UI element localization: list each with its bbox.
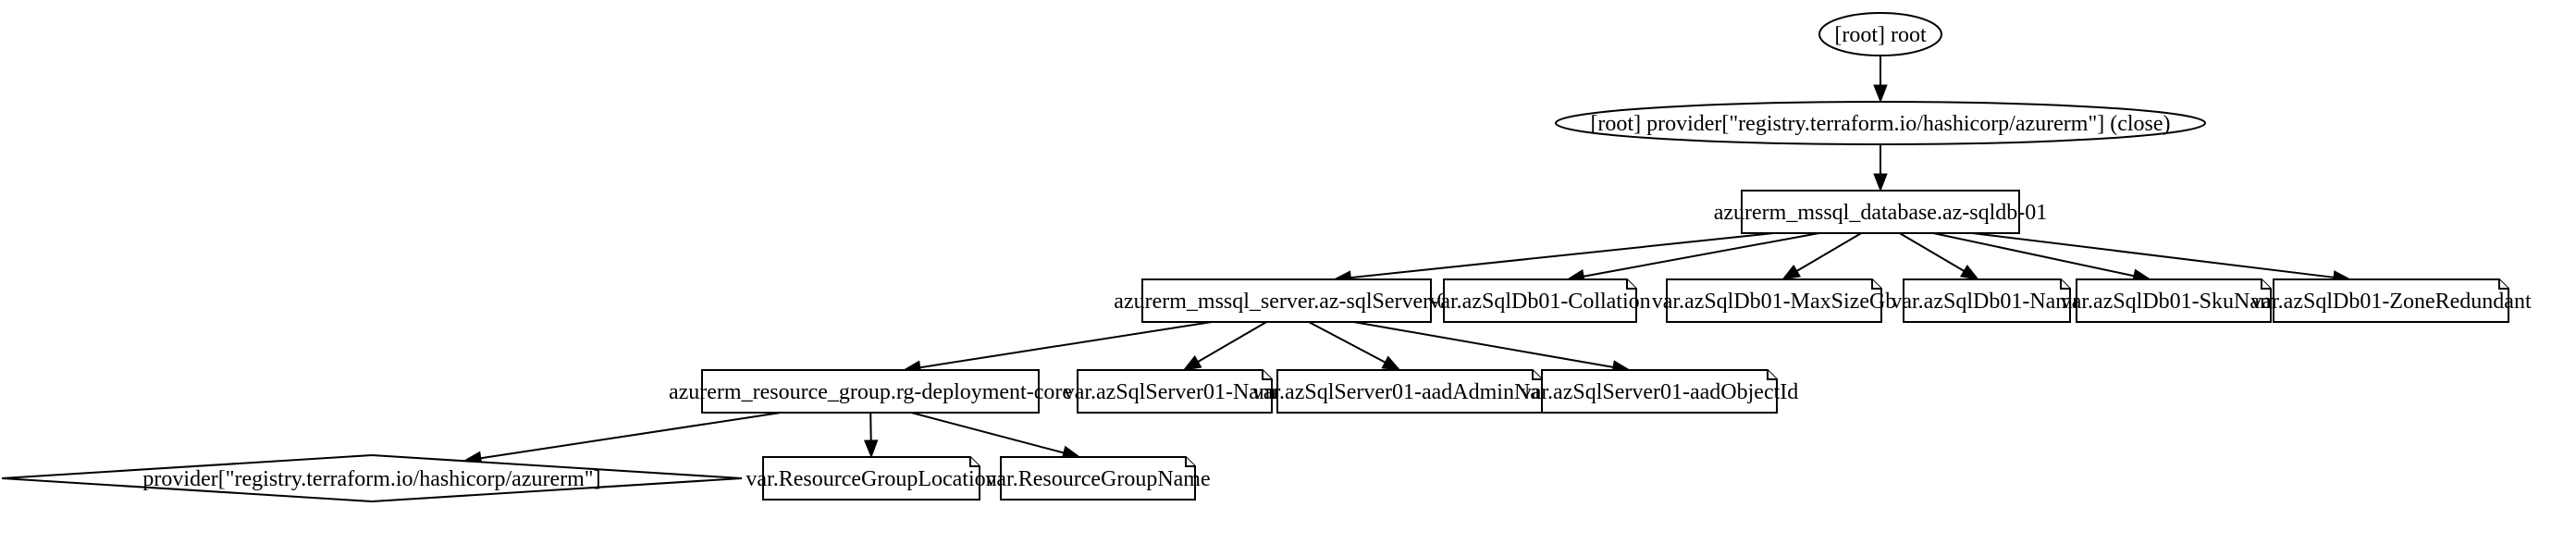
- node-db_collation[interactable]: var.azSqlDb01-Collation: [1429, 278, 1651, 323]
- edge-sqlserver-to-rg: [902, 321, 1213, 375]
- note-shape: [2076, 278, 2272, 323]
- arrowhead: [1873, 173, 1888, 192]
- node-label: [root] root: [1834, 23, 1927, 47]
- box-shape: [701, 369, 1040, 414]
- edge-sqldb-to-db_maxsize: [1781, 232, 1862, 280]
- edge-line: [869, 412, 872, 441]
- node-label: var.azSqlServer01-Name: [1064, 380, 1287, 404]
- edge-sqlserver-to-srv_name: [1182, 321, 1267, 371]
- note-shape: [2273, 278, 2509, 323]
- arrowhead: [1873, 84, 1888, 104]
- note-shape: [1000, 456, 1196, 501]
- node-label: provider["registry.terraform.io/hashicor…: [142, 467, 600, 491]
- node-label: azurerm_mssql_server.az-sqlServer-01: [1114, 290, 1459, 314]
- node-label: var.azSqlDb01-SkuName: [2061, 290, 2287, 314]
- node-rg[interactable]: azurerm_resource_group.rg-deployment-cor…: [669, 369, 1072, 414]
- node-label: var.azSqlDb01-Name: [1891, 290, 2082, 314]
- arrowhead: [1381, 355, 1401, 371]
- diamond-shape: [1, 453, 743, 503]
- arrowhead: [1182, 355, 1202, 371]
- node-sqldb[interactable]: azurerm_mssql_database.az-sqldb-01: [1714, 190, 2048, 234]
- node-db_zone[interactable]: var.azSqlDb01-ZoneRedundant: [2250, 278, 2532, 323]
- edge-line: [1353, 321, 1614, 368]
- note-fold: [2060, 279, 2070, 290]
- note-fold: [1185, 457, 1195, 467]
- box-shape: [1741, 190, 2020, 234]
- ellipse-shape: [1555, 101, 2206, 145]
- node-root[interactable]: [root] root: [1818, 12, 1942, 56]
- edge-sqlserver-to-srv_admin: [1308, 321, 1401, 371]
- edge-line: [911, 412, 1065, 454]
- node-rg_location[interactable]: var.ResourceGroupLocation: [746, 456, 997, 501]
- note-fold: [1626, 279, 1636, 290]
- note-shape: [1077, 369, 1273, 414]
- node-label: azurerm_mssql_database.az-sqldb-01: [1714, 201, 2048, 225]
- arrowhead: [1781, 264, 1802, 280]
- edge-line: [1308, 321, 1386, 364]
- edge-line: [1899, 232, 1965, 272]
- note-shape: [1666, 278, 1882, 323]
- edge-root-to-provider_close: [1873, 56, 1888, 104]
- note-shape: [1443, 278, 1637, 323]
- edge-sqldb-to-db_zone: [1972, 232, 2352, 285]
- ellipse-shape: [1818, 12, 1942, 56]
- note-shape: [1541, 369, 1778, 414]
- edge-rg-to-provider: [462, 412, 782, 465]
- note-fold: [2498, 279, 2508, 290]
- note-shape: [1903, 278, 2071, 323]
- node-label: var.azSqlServer01-aadAdminName: [1252, 380, 1568, 404]
- node-provider[interactable]: provider["registry.terraform.io/hashicor…: [1, 453, 743, 503]
- edge-rg-to-rg_location: [863, 412, 879, 459]
- edge-sqldb-to-db_collation: [1566, 232, 1819, 284]
- node-label: var.azSqlServer01-aadObjectId: [1521, 380, 1799, 404]
- edge-line: [1932, 232, 2135, 278]
- edge-sqldb-to-db_name: [1899, 232, 1979, 280]
- arrowhead: [1959, 264, 1979, 280]
- edge-line: [1197, 321, 1267, 363]
- node-label: var.azSqlDb01-MaxSizeGb: [1652, 290, 1897, 314]
- edge-line: [1583, 232, 1819, 278]
- node-rg_name[interactable]: var.ResourceGroupName: [985, 456, 1211, 501]
- edge-line: [919, 321, 1213, 369]
- node-srv_admin[interactable]: var.azSqlServer01-aadAdminName: [1252, 369, 1568, 414]
- note-fold: [1767, 370, 1777, 380]
- edge-line: [1972, 232, 2335, 278]
- node-db_sku[interactable]: var.azSqlDb01-SkuName: [2061, 278, 2287, 323]
- box-shape: [1141, 278, 1432, 323]
- node-label: var.azSqlDb01-Collation: [1429, 290, 1650, 314]
- note-fold: [2261, 279, 2271, 290]
- node-label: var.ResourceGroupName: [985, 467, 1210, 491]
- node-label: [root] provider["registry.terraform.io/h…: [1590, 112, 2170, 136]
- node-label: azurerm_resource_group.rg-deployment-cor…: [669, 380, 1072, 404]
- edge-rg-to-rg_name: [911, 412, 1081, 460]
- arrowhead: [863, 439, 879, 459]
- note-fold: [969, 457, 980, 467]
- note-fold: [1532, 370, 1542, 380]
- node-provider_close[interactable]: [root] provider["registry.terraform.io/h…: [1555, 101, 2206, 145]
- note-shape: [762, 456, 980, 501]
- graph-nodes: [root] root [root] provider["registry.ter…: [1, 12, 2532, 503]
- edge-line: [480, 412, 782, 460]
- node-srv_obj[interactable]: var.azSqlServer01-aadObjectId: [1521, 369, 1799, 414]
- note-fold: [1262, 370, 1272, 380]
- node-label: var.ResourceGroupLocation: [746, 467, 996, 491]
- note-fold: [1871, 279, 1881, 290]
- edge-sqldb-to-sqlserver: [1332, 232, 1774, 285]
- node-db_name[interactable]: var.azSqlDb01-Name: [1891, 278, 2083, 323]
- node-sqlserver[interactable]: azurerm_mssql_server.az-sqlServer-01: [1114, 278, 1460, 323]
- node-srv_name[interactable]: var.azSqlServer01-Name: [1064, 369, 1287, 414]
- edge-line: [1796, 232, 1862, 272]
- edge-line: [1350, 232, 1774, 279]
- node-label: var.azSqlDb01-ZoneRedundant: [2250, 290, 2532, 314]
- node-db_maxsize[interactable]: var.azSqlDb01-MaxSizeGb: [1652, 278, 1897, 323]
- edge-provider_close-to-sqldb: [1873, 144, 1888, 192]
